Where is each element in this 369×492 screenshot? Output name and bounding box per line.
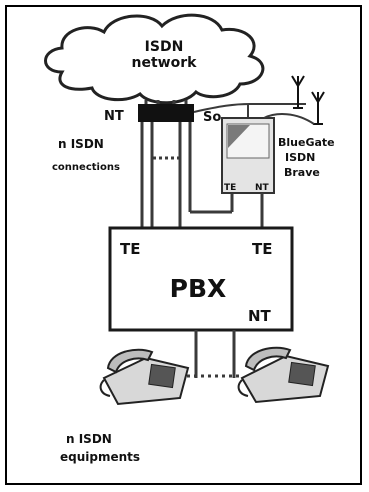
bluegate-label-line1: BlueGate <box>278 136 335 149</box>
nt-label: NT <box>104 109 124 124</box>
telephone-icon <box>237 346 330 404</box>
so-wire <box>193 103 306 113</box>
bluegate-label-line2: ISDN <box>285 151 315 164</box>
equipments-label-line2: equipments <box>60 450 140 464</box>
pbx-nt-label: NT <box>248 307 272 325</box>
connections-label-line1: n ISDN <box>58 137 104 151</box>
device-nt-label: NT <box>255 183 270 193</box>
so-label: So <box>203 110 221 125</box>
antenna-icon <box>291 75 305 109</box>
pbx-title: PBX <box>170 274 227 303</box>
antenna-icon <box>311 91 325 125</box>
outer-frame <box>5 5 362 485</box>
pbx-box <box>108 226 294 332</box>
cloud-label-line1: ISDN <box>145 39 184 55</box>
equipments-label-line1: n ISDN <box>66 432 112 446</box>
pbx-te-left-label: TE <box>120 240 140 258</box>
pbx-te-right-label: TE <box>252 240 272 258</box>
bluegate-label-line3: Brave <box>284 166 320 179</box>
isdn-cloud <box>44 13 265 105</box>
cloud-label-line2: network <box>132 55 198 71</box>
device-te-label: TE <box>224 183 236 193</box>
device-logo-triangle <box>228 125 250 148</box>
nt-connector-block <box>138 104 194 122</box>
connections-label-line2: connections <box>52 162 120 173</box>
telephone-icon <box>99 348 190 406</box>
antenna-cable <box>263 113 315 125</box>
